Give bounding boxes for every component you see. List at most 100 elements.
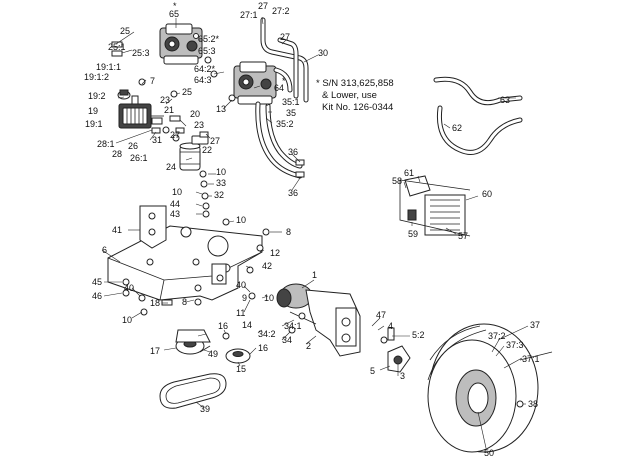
- callout-15: 15: [236, 364, 246, 374]
- callout-9: 9: [242, 293, 247, 303]
- callout-28: 28: [112, 149, 122, 159]
- callout-16b: 16: [258, 343, 268, 353]
- callout-50: 50: [484, 448, 494, 458]
- callout-42: 42: [262, 261, 272, 271]
- wheel-hub: [380, 327, 411, 373]
- callout-25: 25: [120, 26, 130, 36]
- callout-13: 13: [216, 104, 226, 114]
- callout-40a: 40: [124, 283, 134, 293]
- callout-63: 63: [500, 95, 510, 105]
- callout-19: 19: [88, 106, 98, 116]
- callout-19-1-1: 19:1:1: [96, 62, 121, 72]
- hydraulic-hoses-lower: [255, 101, 305, 179]
- callout-20: 20: [190, 109, 200, 119]
- callout-24: 24: [166, 162, 176, 172]
- drive-pulley: [222, 332, 251, 364]
- hydraulic-filter: [179, 135, 209, 171]
- callout-18: 18: [150, 298, 160, 308]
- callout-16a: 16: [218, 321, 228, 331]
- oil-cooler-hoses: [433, 76, 523, 155]
- callout-25b: 25: [182, 87, 192, 97]
- drive-belt: [159, 373, 227, 409]
- callout-59: 59: [408, 229, 418, 239]
- callout-21: 21: [164, 105, 174, 115]
- hydraulic-pump-upper: [159, 23, 203, 65]
- note-line-1: * S/N 313,625,858: [316, 78, 394, 89]
- callout-23a: 23: [160, 95, 170, 105]
- callout-65-2: 65:2*: [198, 34, 220, 44]
- callout-23b: 23: [194, 120, 204, 130]
- callout-19-1-2: 19:1:2: [84, 72, 109, 82]
- callout-64-2: 64:2*: [194, 64, 216, 74]
- callout-4: 4: [388, 321, 393, 331]
- callout-34-1: 34:1: [284, 321, 302, 331]
- rear-tire: [427, 323, 553, 453]
- callout-27-hose: 27: [280, 32, 290, 42]
- callout-65: 65: [169, 9, 179, 19]
- callout-45: 45: [92, 277, 102, 287]
- callout-35: 35: [286, 108, 296, 118]
- callout-10e: 10: [122, 315, 132, 325]
- callout-35-1: 35:1: [282, 97, 300, 107]
- callout-41: 41: [112, 225, 122, 235]
- callout-10d: 10: [264, 293, 274, 303]
- callout-19-1: 19:1: [85, 119, 103, 129]
- callout-31: 31: [152, 135, 162, 145]
- callout-3: 3: [400, 371, 405, 381]
- callout-14: 14: [242, 320, 252, 330]
- callout-8a: 8: [286, 227, 291, 237]
- callout-17: 17: [150, 346, 160, 356]
- callout-37-3: 37:3: [506, 340, 524, 350]
- callout-33: 33: [216, 178, 226, 188]
- callout-49: 49: [208, 349, 218, 359]
- callout-12: 12: [270, 248, 280, 258]
- callout-36a: 36: [288, 147, 298, 157]
- callout-2: 2: [306, 341, 311, 351]
- callout-7: 7: [150, 76, 155, 86]
- callout-27-top: 27: [258, 1, 268, 11]
- callout-37-2: 37:2: [488, 331, 506, 341]
- callout-57: 57: [458, 231, 468, 241]
- callout-47: 47: [376, 310, 386, 320]
- callout-37-1: 37:1: [522, 354, 540, 364]
- callout-27a: 27: [170, 130, 180, 140]
- callout-34-2: 34:2: [258, 329, 276, 339]
- oil-cooler: [399, 175, 471, 237]
- callout-62: 62: [452, 123, 462, 133]
- callout-58: 58: [392, 176, 402, 186]
- callout-26: 26: [128, 141, 138, 151]
- callout-5: 5: [370, 366, 375, 376]
- callout-27-1: 27:1: [240, 10, 258, 20]
- callout-27b: 27: [210, 136, 220, 146]
- note-line-3: Kit No. 126-0344: [322, 102, 393, 113]
- callout-34: 34: [282, 335, 292, 345]
- callout-36b: 36: [288, 188, 298, 198]
- callout-10a: 10: [216, 167, 226, 177]
- callout-32: 32: [214, 190, 224, 200]
- callout-27-2: 27:2: [272, 6, 290, 16]
- frame-bracket-41: [139, 205, 167, 249]
- callout-64-3: 64:3: [194, 75, 212, 85]
- callout-30: 30: [318, 48, 328, 58]
- callout-61: 61: [404, 168, 414, 178]
- callout-43: 43: [170, 209, 180, 219]
- callout-64: 64: [274, 83, 284, 93]
- callout-10c: 10: [236, 215, 246, 225]
- callout-38: 38: [528, 399, 538, 409]
- callout-28-1: 28:1: [97, 139, 115, 149]
- callout-6: 6: [102, 245, 107, 255]
- callout-25-1: 25:1: [108, 42, 126, 52]
- callout-19-2: 19:2: [88, 91, 106, 101]
- callout-44: 44: [170, 199, 180, 209]
- callout-11: 11: [236, 308, 245, 318]
- callout-40b: 40: [236, 280, 246, 290]
- callout-65-star: *: [173, 1, 177, 11]
- hydraulic-reservoir: [117, 89, 164, 134]
- hydraulic-hoses-upper: [260, 17, 309, 103]
- note-line-2: & Lower, use: [322, 90, 377, 101]
- callout-25-3: 25:3: [132, 48, 150, 58]
- callout-60: 60: [482, 189, 492, 199]
- leader-lines: [101, 16, 529, 449]
- callout-39: 39: [200, 404, 210, 414]
- callout-8b: 8: [182, 297, 187, 307]
